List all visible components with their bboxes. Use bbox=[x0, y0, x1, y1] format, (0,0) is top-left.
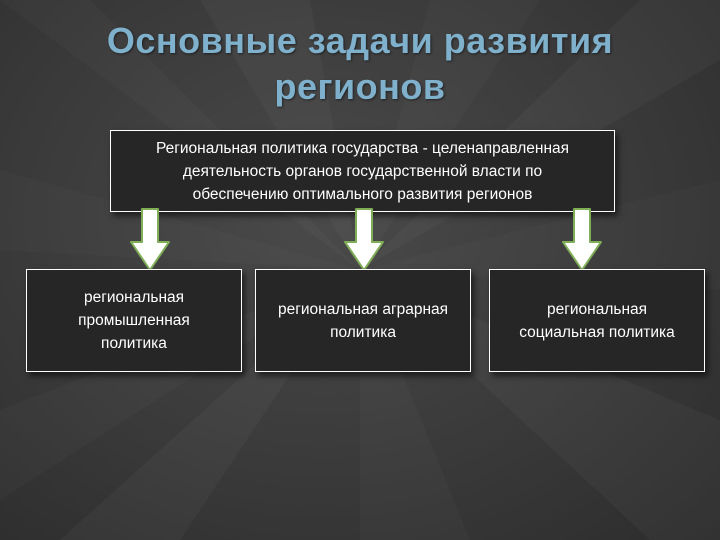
arrow-down-icon bbox=[562, 208, 602, 271]
title-line-1: Основные задачи развития bbox=[106, 20, 614, 61]
agrarian-policy-text: региональная аграрная политика bbox=[278, 298, 448, 344]
agrarian-line-1: региональная аграрная bbox=[277, 300, 449, 318]
industrial-policy-text: региональная промышленная политика bbox=[78, 286, 190, 355]
definition-line-2: деятельность органов государственной вла… bbox=[182, 162, 543, 180]
arrow-down-icon bbox=[344, 208, 384, 271]
definition-box: Региональная политика государства - целе… bbox=[110, 130, 615, 212]
definition-line-1: Региональная политика государства - целе… bbox=[155, 139, 570, 157]
industrial-line-1: региональная bbox=[83, 289, 185, 306]
social-line-1: региональная bbox=[546, 300, 648, 318]
industrial-line-2: промышленная bbox=[78, 312, 190, 329]
social-policy-text: региональная социальная политика bbox=[519, 298, 675, 344]
social-line-2: социальная политика bbox=[519, 323, 675, 341]
definition-line-3: обеспечению оптимального развития регион… bbox=[192, 185, 533, 203]
title-line-2: регионов bbox=[274, 66, 446, 107]
social-policy-box: региональная социальная политика bbox=[489, 269, 705, 372]
arrow-down-icon bbox=[130, 208, 170, 271]
industrial-policy-box: региональная промышленная политика bbox=[26, 269, 242, 372]
slide-title: Основные задачи развития регионов bbox=[40, 18, 680, 110]
industrial-line-3: политика bbox=[101, 335, 167, 352]
agrarian-policy-box: региональная аграрная политика bbox=[255, 269, 471, 372]
agrarian-line-2: политика bbox=[330, 323, 396, 341]
definition-text: Региональная политика государства - целе… bbox=[156, 137, 569, 206]
